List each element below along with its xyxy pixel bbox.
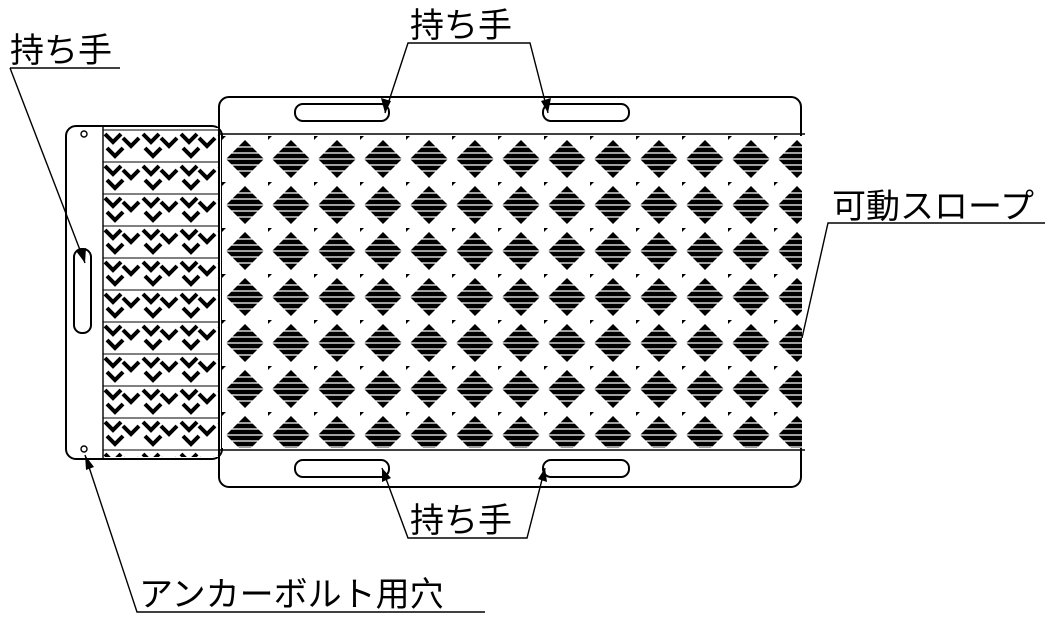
anchor-plate [65, 125, 223, 460]
slope-handle-bottom-right [542, 459, 630, 478]
anchor-bolt-hole-label: アンカーボルト用穴 [139, 575, 444, 615]
leader-anchor-bolt-hole [84, 454, 485, 613]
movable-slope [218, 96, 805, 488]
handle-top-label: 持ち手 [410, 6, 512, 46]
anchor-bolt-hole-bottom [80, 445, 88, 453]
handle-bottom-label: 持ち手 [410, 501, 512, 541]
slope-handle-bottom-left [294, 459, 390, 478]
anchor-bolt-hole-top [80, 130, 88, 138]
anchor-plate-handle [73, 248, 92, 334]
slope-handle-top-right [542, 103, 630, 122]
leader-handle-top [381, 42, 551, 114]
leader-movable-slope [801, 222, 1045, 339]
slope-handle-top-left [294, 103, 390, 122]
handle-left-label: 持ち手 [10, 31, 112, 71]
leader-handle-left [9, 67, 120, 264]
movable-slope-label: 可動スロープ [832, 187, 1034, 227]
leader-handle-bottom [381, 467, 547, 539]
